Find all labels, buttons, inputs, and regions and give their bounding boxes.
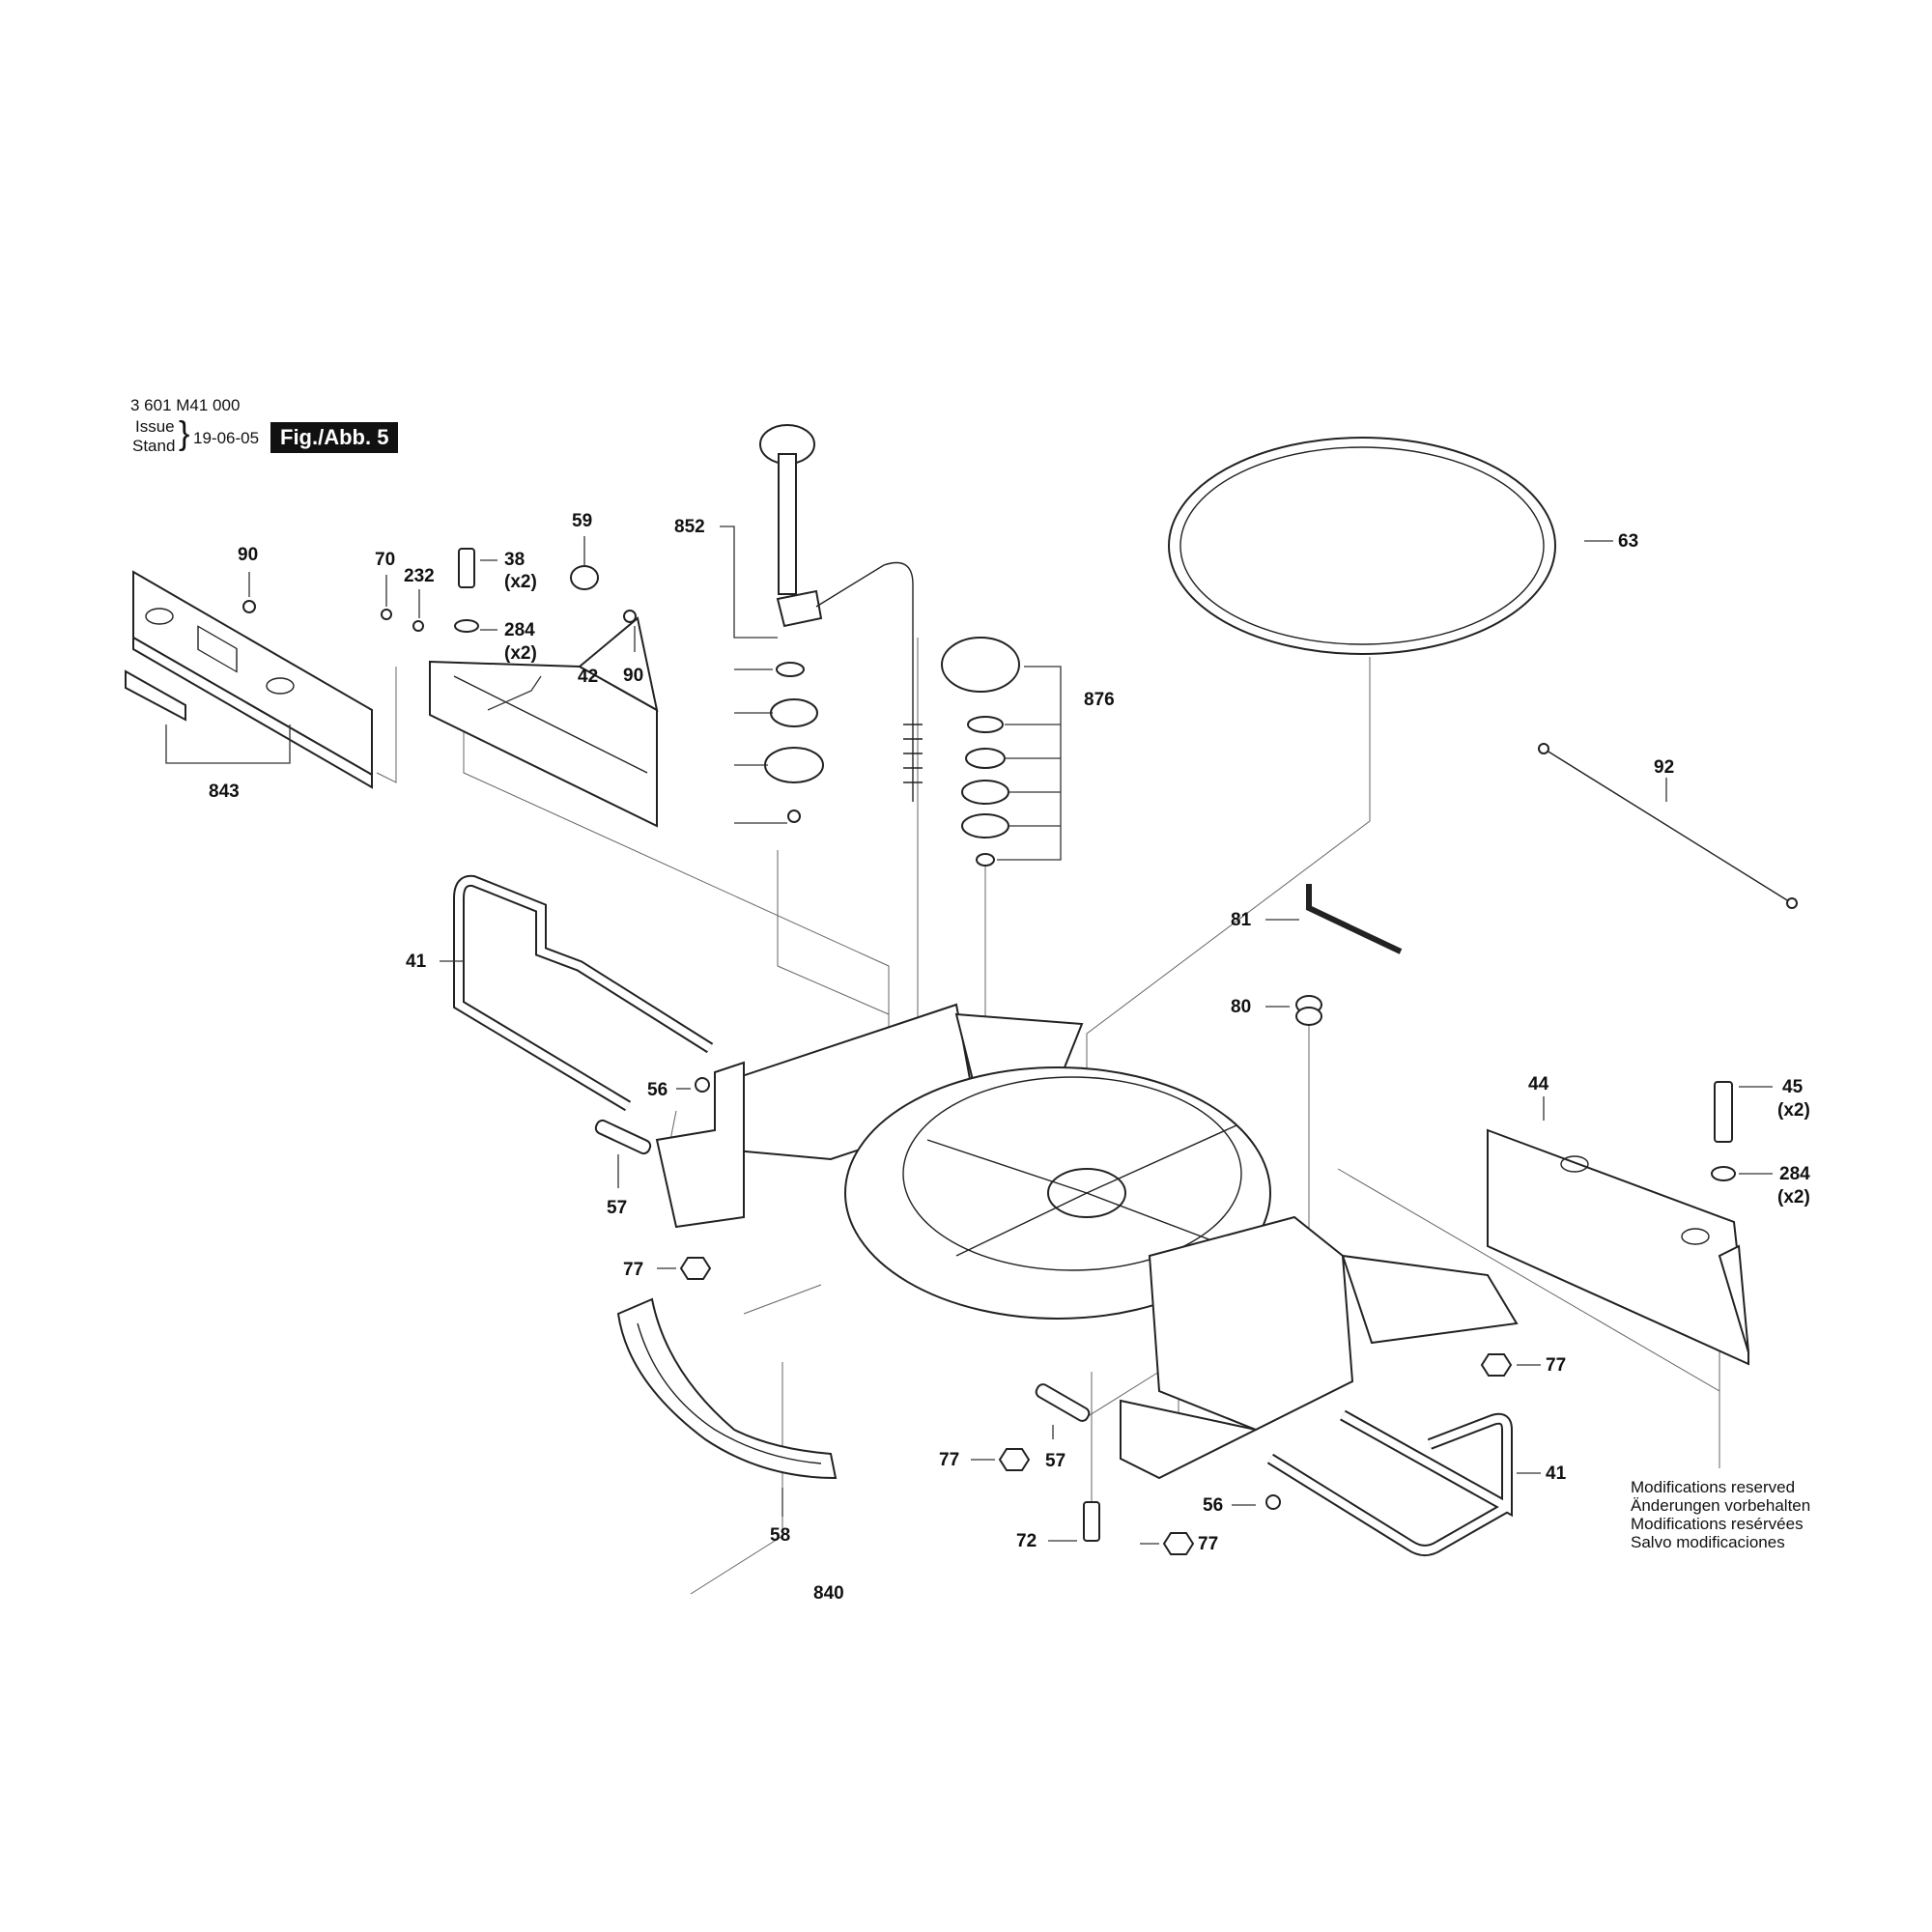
table-insert-ring-63 (1168, 437, 1556, 655)
callout-45-qty: (x2) (1777, 1100, 1810, 1121)
callout-56: 56 (1203, 1495, 1223, 1516)
callout-92: 92 (1654, 757, 1674, 778)
callout-90: 90 (238, 545, 258, 565)
callout-284-qty: (x2) (504, 643, 537, 664)
callout-840: 840 (813, 1583, 844, 1604)
callout-57: 57 (1045, 1451, 1065, 1471)
support-bar-41-left (453, 874, 714, 1112)
screw-45-icon (1714, 1081, 1733, 1143)
note-line: Änderungen vorbehalten (1631, 1496, 1811, 1515)
base-840 (655, 1003, 1519, 1480)
callout-59: 59 (572, 511, 592, 531)
hex-key-81 (1306, 884, 1403, 954)
callout-77: 77 (1198, 1534, 1218, 1554)
nut-77-icon (998, 1448, 1031, 1471)
note-line: Modifications reserved (1631, 1478, 1796, 1496)
callout-labels: 90 70 232 38 (x2) 284 (x2) 59 90 42 843 … (209, 511, 1810, 1604)
callout-45: 45 (1782, 1077, 1804, 1097)
callout-72: 72 (1016, 1531, 1037, 1551)
note-line: Salvo modificaciones (1631, 1533, 1785, 1551)
stand-label: Stand (132, 437, 176, 455)
fence-42 (381, 548, 659, 828)
support-bar-41-right (1266, 1409, 1513, 1556)
angle-scale-58 (616, 1297, 838, 1480)
callout-41: 41 (1546, 1463, 1567, 1484)
header-brace: } (179, 415, 190, 452)
grommet-80 (1295, 995, 1322, 1026)
callout-232: 232 (404, 566, 435, 586)
leader-lines (165, 526, 1773, 1545)
fence-44 (1487, 1081, 1749, 1366)
issue-label: Issue (135, 417, 175, 436)
bolt-57-right-icon (1035, 1383, 1091, 1422)
nut-77-icon (1162, 1532, 1195, 1555)
part-number: 3 601 M41 000 (130, 396, 241, 414)
screw-56-right-icon (1265, 1494, 1281, 1510)
callout-38-qty: (x2) (504, 572, 537, 592)
callout-852: 852 (674, 517, 705, 537)
callout-843: 843 (209, 781, 240, 802)
bolt-57-left-icon (594, 1119, 652, 1155)
callout-80: 80 (1231, 997, 1251, 1017)
callout-77: 77 (939, 1450, 959, 1470)
callout-77: 77 (1546, 1355, 1566, 1376)
callout-38: 38 (504, 550, 525, 570)
fence-extension-843 (125, 570, 373, 789)
callout-70: 70 (375, 550, 395, 570)
cable-92 (1538, 743, 1798, 909)
note-line: Modifications resérvées (1631, 1515, 1804, 1533)
callout-77: 77 (623, 1260, 643, 1280)
callout-284: 284 (1779, 1164, 1810, 1184)
callout-57: 57 (607, 1198, 627, 1218)
callout-90: 90 (623, 666, 643, 686)
pivot-assembly-876 (941, 637, 1020, 867)
figure-badge: Fig./Abb. 5 (270, 422, 399, 453)
callout-41: 41 (406, 952, 427, 972)
callout-63: 63 (1618, 531, 1638, 552)
fasteners (594, 1077, 1513, 1555)
callout-284-qty: (x2) (1777, 1187, 1810, 1208)
nut-77-icon (679, 1257, 712, 1280)
screw-56-left-icon (695, 1077, 710, 1093)
screw-90-icon (242, 600, 256, 613)
callout-42: 42 (578, 667, 598, 687)
nut-77-icon (1480, 1353, 1513, 1377)
callout-876: 876 (1084, 690, 1115, 710)
callout-58: 58 (770, 1525, 790, 1546)
callout-44: 44 (1528, 1074, 1549, 1094)
modifications-notes: Modifications reserved Änderungen vorbeh… (1631, 1478, 1810, 1551)
callout-56: 56 (647, 1080, 668, 1100)
callout-284: 284 (504, 620, 535, 640)
knob-59-icon (570, 565, 599, 590)
lock-knob-assembly-852 (759, 424, 923, 823)
issue-date: 19-06-05 (193, 429, 260, 447)
bolt-72-icon (1083, 1501, 1100, 1542)
callout-81: 81 (1231, 910, 1252, 930)
